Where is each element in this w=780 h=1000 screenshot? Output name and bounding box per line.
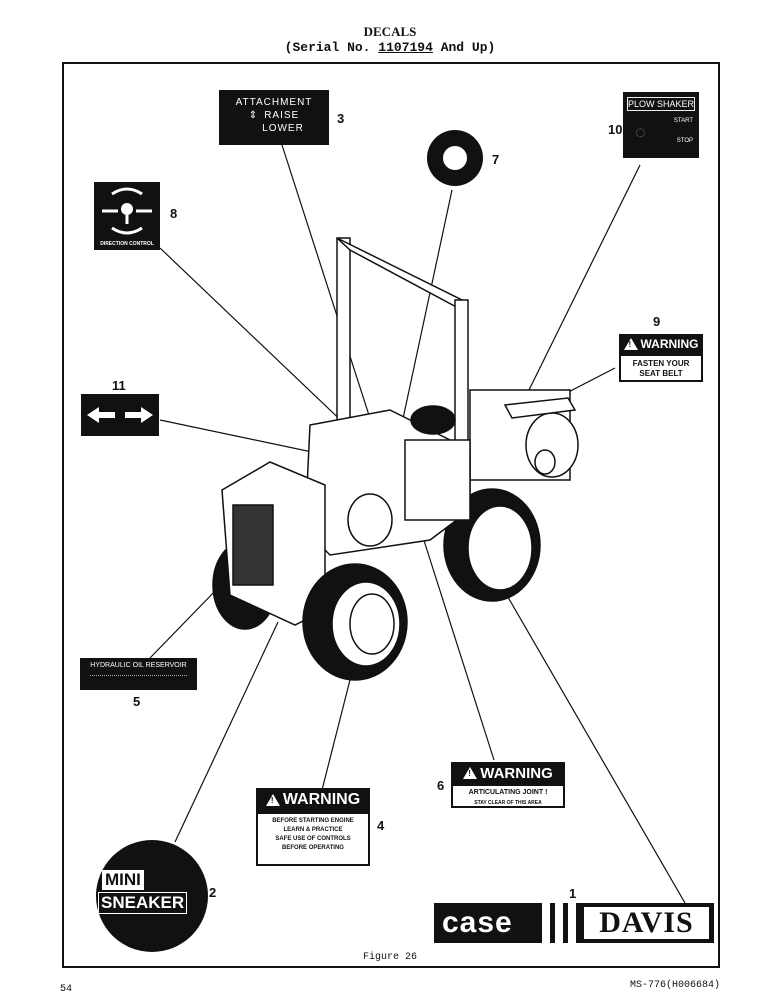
callout-10: 10 bbox=[608, 122, 623, 137]
callout-8: 8 bbox=[170, 206, 178, 221]
starting-line3: SAFE USE OF CONTROLS bbox=[275, 836, 351, 842]
attachment-line1: ATTACHMENT bbox=[235, 97, 313, 108]
callout-11: 11 bbox=[112, 378, 126, 393]
figure-caption: Figure 26 bbox=[362, 952, 417, 963]
direction-arrow-decal bbox=[81, 394, 159, 436]
callout-1: 1 bbox=[569, 886, 577, 901]
callout-5: 5 bbox=[133, 694, 141, 709]
plow-start-label: START bbox=[673, 118, 693, 124]
callout-7: 7 bbox=[492, 152, 500, 167]
starting-line1: BEFORE STARTING ENGINE bbox=[272, 818, 354, 824]
case-davis-logo: case DAVIS bbox=[434, 903, 714, 943]
starting-warning-word: WARNING bbox=[282, 791, 361, 808]
articulating-warning-body: ARTICULATING JOINT ! STAY CLEAR OF THIS … bbox=[451, 784, 565, 808]
callout-2: 2 bbox=[209, 885, 217, 900]
starting-line4: BEFORE OPERATING bbox=[282, 845, 344, 851]
direction-control-caption: DIRECTION CONTROL bbox=[100, 241, 154, 247]
serial-line: (Serial No. 1107194 And Up) bbox=[0, 40, 780, 55]
case-word: case bbox=[442, 906, 513, 939]
sneaker-word: SNEAKER bbox=[98, 892, 188, 914]
attachment-line2: RAISE bbox=[264, 110, 300, 121]
warning-triangle-icon bbox=[463, 767, 478, 779]
switch-icon: ◌ bbox=[635, 122, 646, 142]
seat-belt-warning-body: FASTEN YOUR SEAT BELT bbox=[619, 354, 703, 382]
articulating-line2: STAY CLEAR OF THIS AREA bbox=[474, 800, 542, 806]
plow-shaker-decal: PLOW SHAKER START STOP ◌ bbox=[623, 92, 699, 158]
page-number: 54 bbox=[60, 984, 73, 995]
up-down-arrow-icon: ⇕ bbox=[248, 110, 259, 121]
document-number: MS-776(H006684) bbox=[630, 980, 721, 991]
mini-sneaker-logo: MINI SNEAKER bbox=[96, 840, 208, 952]
page-title: DECALS bbox=[363, 24, 417, 39]
callout-4: 4 bbox=[377, 818, 385, 833]
case-bars bbox=[542, 903, 576, 943]
hydraulic-title: HYDRAULIC OIL RESERVOIR bbox=[90, 662, 187, 669]
starting-warning-body: BEFORE STARTING ENGINE LEARN & PRACTICE … bbox=[256, 812, 370, 866]
attachment-line3: LOWER bbox=[262, 123, 304, 134]
plow-shaker-title: PLOW SHAKER bbox=[627, 97, 695, 111]
hydraulic-fine-print bbox=[90, 675, 187, 676]
seat-belt-warning-word: WARNING bbox=[640, 337, 699, 351]
attachment-decal: ATTACHMENT ⇕ RAISE LOWER bbox=[219, 90, 329, 145]
starting-warning-head: WARNING bbox=[256, 788, 370, 812]
seat-belt-warning-head: WARNING bbox=[619, 334, 703, 354]
articulating-warning-head: WARNING bbox=[451, 762, 565, 784]
seat-belt-line1: FASTEN YOUR bbox=[632, 359, 690, 368]
attachment-raise-row: ⇕ RAISE bbox=[219, 109, 329, 122]
starting-line2: LEARN & PRACTICE bbox=[283, 827, 343, 833]
warning-triangle-icon bbox=[623, 338, 638, 350]
plow-stop-label: STOP bbox=[676, 138, 693, 144]
callout-3: 3 bbox=[337, 111, 345, 126]
hot-decal bbox=[427, 130, 483, 186]
warning-triangle-icon bbox=[265, 794, 280, 806]
articulating-line1: ARTICULATING JOINT ! bbox=[468, 789, 548, 796]
serial-suffix: And Up) bbox=[432, 40, 496, 55]
direction-control-icon bbox=[102, 187, 152, 235]
articulating-warning-word: WARNING bbox=[480, 764, 553, 782]
serial-number: 1107194 bbox=[378, 40, 433, 55]
mini-word: MINI bbox=[102, 870, 144, 890]
callout-6: 6 bbox=[437, 778, 445, 793]
hydraulic-oil-decal: HYDRAULIC OIL RESERVOIR bbox=[80, 658, 197, 690]
direction-control-decal: DIRECTION CONTROL bbox=[94, 182, 160, 250]
tractor-drawing bbox=[212, 237, 579, 681]
serial-prefix: (Serial No. bbox=[284, 40, 379, 55]
davis-word: DAVIS bbox=[584, 906, 709, 939]
left-right-arrow-icon bbox=[87, 407, 153, 423]
seat-belt-line2: SEAT BELT bbox=[639, 369, 683, 378]
figure-frame bbox=[62, 62, 720, 968]
callout-9: 9 bbox=[653, 314, 661, 329]
